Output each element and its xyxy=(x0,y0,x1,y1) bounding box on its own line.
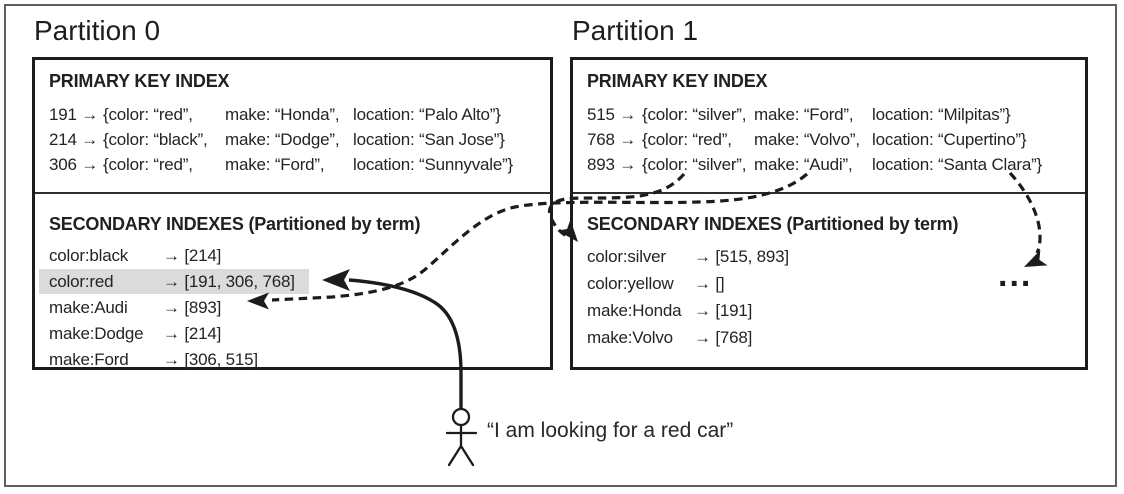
row-key: 893 → xyxy=(587,155,637,174)
figure-border xyxy=(4,4,1117,487)
row-color: {color: “silver”, xyxy=(642,155,747,174)
row-location: location: “Milpitas”} xyxy=(872,105,1011,124)
term-value: → [768] xyxy=(694,328,753,347)
term-value: → [306, 515] xyxy=(163,350,258,369)
row-color: {color: “red”, xyxy=(103,105,193,124)
row-make: make: “Audi”, xyxy=(754,155,853,174)
row-location: location: “Santa Clara”} xyxy=(872,155,1043,174)
term: make:Volvo xyxy=(587,328,673,347)
secondary-row: color:yellow → [] xyxy=(587,270,725,297)
secondary-row: make:Dodge → [214] xyxy=(49,321,221,347)
partition-0-label: Partition 0 xyxy=(34,15,161,46)
term-value: → [515, 893] xyxy=(694,247,789,266)
row-make: make: “Volvo”, xyxy=(754,130,860,149)
row-key: 768 → xyxy=(587,130,637,149)
partition-0-primary-rows: 191 → {color: “red”, make: “Honda”, loca… xyxy=(49,102,544,177)
term-value: → [191, 306, 768] xyxy=(163,272,295,291)
secondary-row: color:black → [214] xyxy=(49,243,221,269)
row-key: 191 → xyxy=(49,105,99,124)
term: color:black xyxy=(49,246,129,265)
term: color:red xyxy=(49,272,114,291)
secondary-row: make:Ford → [306, 515] xyxy=(49,347,258,373)
term: make:Ford xyxy=(49,350,129,369)
secondary-row: color:silver → [515, 893] xyxy=(587,243,789,270)
term: make:Dodge xyxy=(49,324,144,343)
partition-0-primary-index-title: PRIMARY KEY INDEX xyxy=(49,71,230,91)
partition-0-box: PRIMARY KEY INDEX 191 → {color: “red”, m… xyxy=(32,57,553,370)
user-query-text: “I am looking for a red car” xyxy=(487,419,734,442)
row-make: make: “Honda”, xyxy=(225,105,340,124)
row-color: {color: “silver”, xyxy=(642,105,747,124)
primary-row: 893 → {color: “silver”, make: “Audi”, lo… xyxy=(587,152,1079,177)
secondary-row: make:Volvo → [768] xyxy=(587,324,752,351)
row-key: 214 → xyxy=(49,130,99,149)
row-key: 515 → xyxy=(587,105,637,124)
partition-1-primary-index-title: PRIMARY KEY INDEX xyxy=(587,71,768,91)
primary-row: 515 → {color: “silver”, make: “Ford”, lo… xyxy=(587,102,1079,127)
partition-1-secondary-index-title: SECONDARY INDEXES (Partitioned by term) xyxy=(587,214,959,234)
primary-row: 191 → {color: “red”, make: “Honda”, loca… xyxy=(49,102,544,127)
row-location: location: “Sunnyvale”} xyxy=(353,155,514,174)
primary-row: 306 → {color: “red”, make: “Ford”, locat… xyxy=(49,152,544,177)
term: color:yellow xyxy=(587,274,674,293)
primary-row: 214 → {color: “black”, make: “Dodge”, lo… xyxy=(49,127,544,152)
primary-row: 768 → {color: “red”, make: “Volvo”, loca… xyxy=(587,127,1079,152)
row-location: location: “Cupertino”} xyxy=(872,130,1027,149)
more-partitions-ellipsis: ... xyxy=(998,256,1033,294)
row-key: 306 → xyxy=(49,155,99,174)
secondary-row: make:Honda → [191] xyxy=(587,297,752,324)
term: make:Audi xyxy=(49,298,128,317)
partition-1-label: Partition 1 xyxy=(572,15,699,46)
row-color: {color: “red”, xyxy=(642,130,732,149)
index-section-divider xyxy=(35,192,550,194)
row-color: {color: “black”, xyxy=(103,130,208,149)
row-make: make: “Dodge”, xyxy=(225,130,340,149)
term-value: → [214] xyxy=(163,246,222,265)
partition-1-primary-rows: 515 → {color: “silver”, make: “Ford”, lo… xyxy=(587,102,1079,177)
partition-1-box: PRIMARY KEY INDEX 515 → {color: “silver”… xyxy=(570,57,1088,370)
row-color: {color: “red”, xyxy=(103,155,193,174)
row-location: location: “San Jose”} xyxy=(353,130,505,149)
index-section-divider xyxy=(573,192,1085,194)
row-make: make: “Ford”, xyxy=(754,105,854,124)
row-make: make: “Ford”, xyxy=(225,155,325,174)
term: make:Honda xyxy=(587,301,682,320)
secondary-row-highlighted: color:red → [191, 306, 768] xyxy=(39,269,309,295)
term-value: → [191] xyxy=(694,301,753,320)
secondary-row: make:Audi → [893] xyxy=(49,295,221,321)
term-value: → [893] xyxy=(163,298,222,317)
partition-0-secondary-rows: color:black → [214] color:red → [191, 30… xyxy=(39,243,544,373)
term-value: → [214] xyxy=(163,324,222,343)
partition-0-secondary-index-title: SECONDARY INDEXES (Partitioned by term) xyxy=(49,214,421,234)
term: color:silver xyxy=(587,247,666,266)
term-value: → [] xyxy=(694,274,725,293)
row-location: location: “Palo Alto”} xyxy=(353,105,501,124)
